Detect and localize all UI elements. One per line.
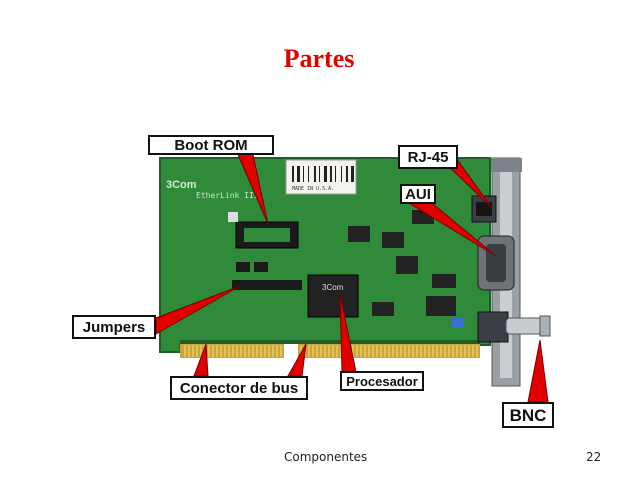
slide-title: Partes <box>283 44 355 73</box>
network-card-photo: MADE IN U.S.A. 3Com EtherLink III 3Com <box>159 157 551 387</box>
label-rj45: RJ-45 <box>398 145 458 169</box>
jumpers-arrow <box>155 285 241 335</box>
label-aui: AUI <box>400 184 436 204</box>
label-conector-bus: Conector de bus <box>170 376 308 400</box>
board-brand: 3Com <box>166 179 197 191</box>
jumper-block <box>232 280 302 290</box>
bnc-port <box>477 311 509 343</box>
processor-chip <box>307 274 359 318</box>
label-procesador: Procesador <box>340 371 424 391</box>
label-boot-rom: Boot ROM <box>148 135 274 155</box>
board-model: EtherLink III <box>196 191 259 200</box>
footer-text: Componentes <box>284 450 368 464</box>
bnc-arrow <box>527 339 549 403</box>
page-number: 22 <box>586 450 602 464</box>
label-jumpers: Jumpers <box>72 315 156 339</box>
barcode <box>292 166 354 182</box>
sticker-text: MADE IN U.S.A. <box>292 186 334 192</box>
chip-label: 3Com <box>322 283 344 292</box>
callout-arrows <box>155 149 549 403</box>
label-bnc: BNC <box>502 402 554 428</box>
